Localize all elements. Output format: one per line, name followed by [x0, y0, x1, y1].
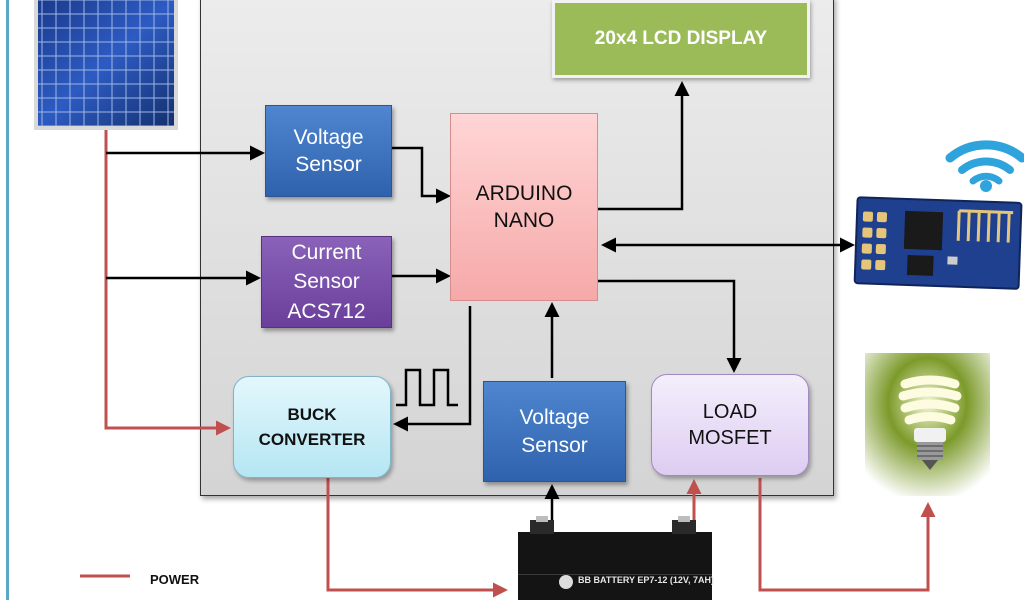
- arduino-nano-line2: NANO: [493, 209, 555, 232]
- buck-converter-block: BUCK CONVERTER: [233, 376, 391, 478]
- voltage-sensor-bottom-line2: Sensor: [521, 433, 588, 457]
- current-sensor-line1: Current: [291, 240, 362, 264]
- current-sensor-line2: Sensor: [293, 270, 360, 294]
- left-border-line: [6, 0, 9, 600]
- voltage-sensor-bottom-line1: Voltage: [519, 406, 590, 430]
- voltage-sensor-top-line1: Voltage: [293, 125, 364, 149]
- power-lines: [80, 130, 936, 598]
- current-sensor-line3: ACS712: [287, 299, 366, 323]
- current-sensor-block: Current Sensor ACS712: [261, 236, 392, 328]
- load-mosfet-line2: MOSFET: [688, 427, 772, 449]
- signal-lines: [106, 81, 855, 530]
- voltage-sensor-top-line2: Sensor: [295, 153, 362, 176]
- battery-label: BB BATTERY EP7-12 (12V, 7AH): [578, 575, 715, 585]
- lcd-display-label: 20x4 LCD DISPLAY: [594, 27, 768, 49]
- voltage-sensor-bottom-block: Voltage Sensor: [483, 381, 626, 482]
- buck-converter-line1: BUCK: [287, 404, 337, 424]
- load-mosfet-block: LOAD MOSFET: [651, 374, 809, 476]
- voltage-sensor-top-block: Voltage Sensor: [265, 105, 392, 197]
- legend-power-label: POWER: [150, 572, 200, 587]
- lcd-display-block: 20x4 LCD DISPLAY: [552, 0, 810, 78]
- arduino-nano-block: ARDUINO NANO: [450, 113, 598, 301]
- load-mosfet-line1: LOAD: [702, 401, 758, 423]
- buck-converter-line2: CONVERTER: [258, 430, 366, 449]
- arduino-nano-line1: ARDUINO: [475, 181, 573, 205]
